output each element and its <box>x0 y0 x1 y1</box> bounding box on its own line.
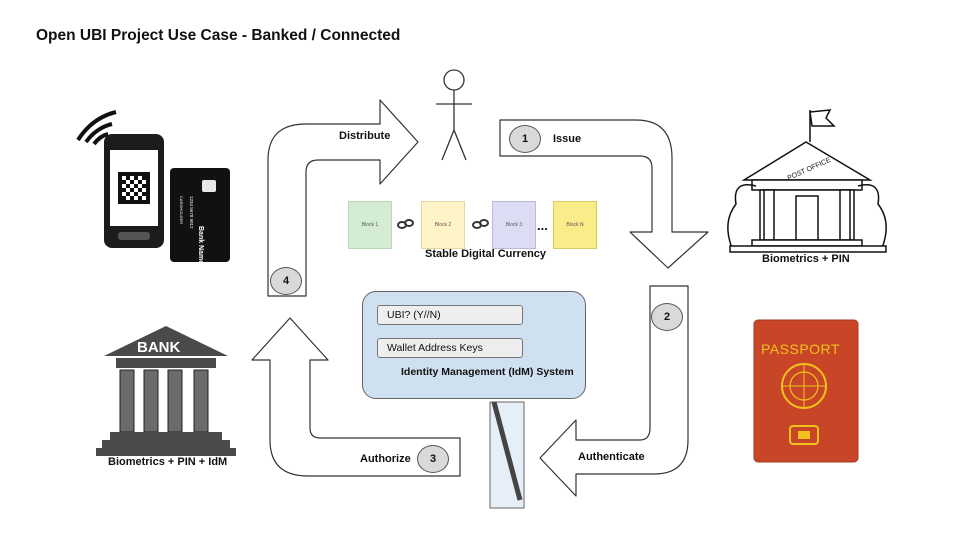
block-2: Block 2 <box>421 201 465 249</box>
phone-icon <box>76 110 164 248</box>
distribute-arrow <box>267 99 419 297</box>
chain-ellipsis: ... <box>537 218 548 233</box>
step-4-badge: 4 <box>270 267 302 295</box>
idm-system-panel: UBI? (Y//N) Wallet Address Keys Identity… <box>362 291 586 399</box>
step-authenticate-label: Authenticate <box>578 451 645 463</box>
step-issue-label: Issue <box>553 133 582 145</box>
step-authorize-label: Authorize <box>360 453 411 465</box>
block-1: Block 1 <box>348 201 392 249</box>
page-title: Open UBI Project Use Case - Banked / Con… <box>36 27 401 44</box>
post-office-caption: Biometrics + PIN <box>762 253 850 265</box>
card-holder: CARDHOLDER <box>179 196 184 225</box>
bank-sign: BANK <box>137 339 181 356</box>
post-office-icon <box>727 109 887 253</box>
issue-arrow <box>499 119 709 269</box>
bank-caption: Biometrics + PIN + IdM <box>108 456 228 468</box>
authenticate-arrow <box>539 285 689 497</box>
step-3-badge: 3 <box>417 445 449 473</box>
step-1-badge: 1 <box>509 125 541 153</box>
bank-card-icon <box>170 168 230 262</box>
ubi-eligibility-field: UBI? (Y//N) <box>377 305 523 325</box>
card-number: 1234 5678 9012 <box>189 196 194 229</box>
chain-link-icon <box>397 219 489 229</box>
passport-icon <box>753 319 859 463</box>
wallet-keys-field: Wallet Address Keys <box>377 338 523 358</box>
person-icon <box>436 69 472 161</box>
idm-device-icon <box>489 401 525 509</box>
passport-label: PASSPORT <box>761 341 840 357</box>
step-2-badge: 2 <box>651 303 683 331</box>
block-n: Block N <box>553 201 597 249</box>
card-bank-name: Bank Name <box>197 226 204 265</box>
idm-title: Identity Management (IdM) System <box>401 366 574 378</box>
step-distribute-label: Distribute <box>339 130 391 142</box>
authorize-arrow <box>251 317 461 477</box>
block-3: Block 3 <box>492 201 536 249</box>
bank-building-icon <box>96 326 236 456</box>
chain-caption: Stable Digital Currency <box>425 248 547 260</box>
